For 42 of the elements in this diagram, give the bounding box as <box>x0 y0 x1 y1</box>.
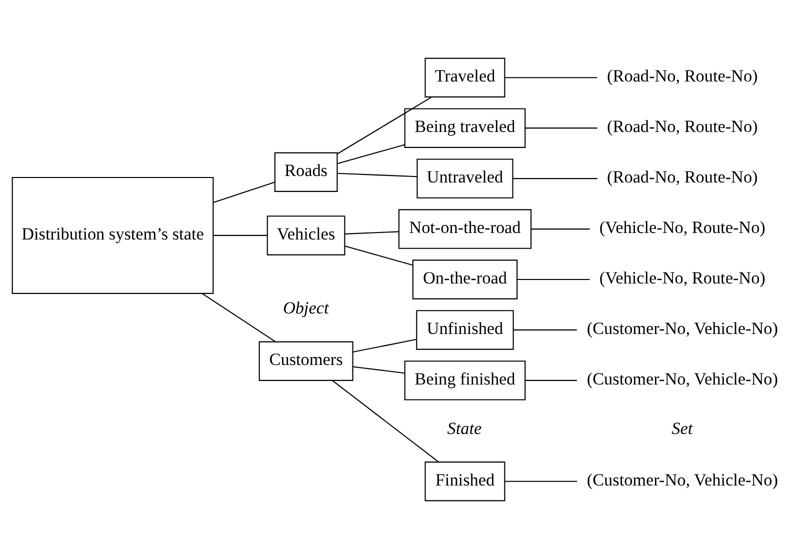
connector <box>352 338 417 353</box>
node-box: Being traveled <box>404 108 526 148</box>
node-text: (Customer-No, Vehicle-No) <box>586 370 778 389</box>
node-text: (Road-No, Route-No) <box>607 117 758 136</box>
connector <box>332 380 439 462</box>
node-box: Vehicles <box>266 216 346 256</box>
connector <box>512 178 598 180</box>
node-box: Being finished <box>404 360 526 400</box>
node-text: (Customer-No, Vehicle-No) <box>586 319 778 338</box>
connector <box>505 480 578 482</box>
connector <box>337 144 405 164</box>
node-box: Customers <box>258 341 354 381</box>
node-text: (Road-No, Route-No) <box>607 168 758 187</box>
connector <box>202 293 276 342</box>
connector <box>213 182 275 203</box>
connector <box>337 172 418 178</box>
connector <box>337 96 432 154</box>
node-text: (Vehicle-No, Route-No) <box>599 218 766 238</box>
node-box: Unfinished <box>416 310 514 350</box>
connector <box>505 77 598 78</box>
connector <box>345 231 399 234</box>
connector <box>517 278 590 280</box>
node-box: Not-on-the-road <box>398 209 532 249</box>
node-text: (Customer-No, Vehicle-No) <box>586 470 778 490</box>
node-text: (Vehicle-No, Route-No) <box>599 268 766 288</box>
node-box: Traveled <box>424 58 506 98</box>
label: Object <box>282 298 329 318</box>
label: Set <box>672 418 693 438</box>
node-box: Distribution system’s state <box>12 176 214 294</box>
connector <box>352 366 405 374</box>
connector <box>513 329 577 330</box>
node-text: (Road-No, Route-No) <box>607 66 758 86</box>
node-box: Finished <box>424 462 506 502</box>
connector <box>213 234 268 236</box>
connector <box>525 128 598 129</box>
node-box: Untraveled <box>416 158 514 198</box>
connector <box>344 246 413 266</box>
label: State <box>447 418 482 438</box>
connector <box>531 228 590 230</box>
node-box: On-the-road <box>412 260 518 300</box>
node-box: Roads <box>274 152 338 192</box>
connector <box>525 380 577 381</box>
